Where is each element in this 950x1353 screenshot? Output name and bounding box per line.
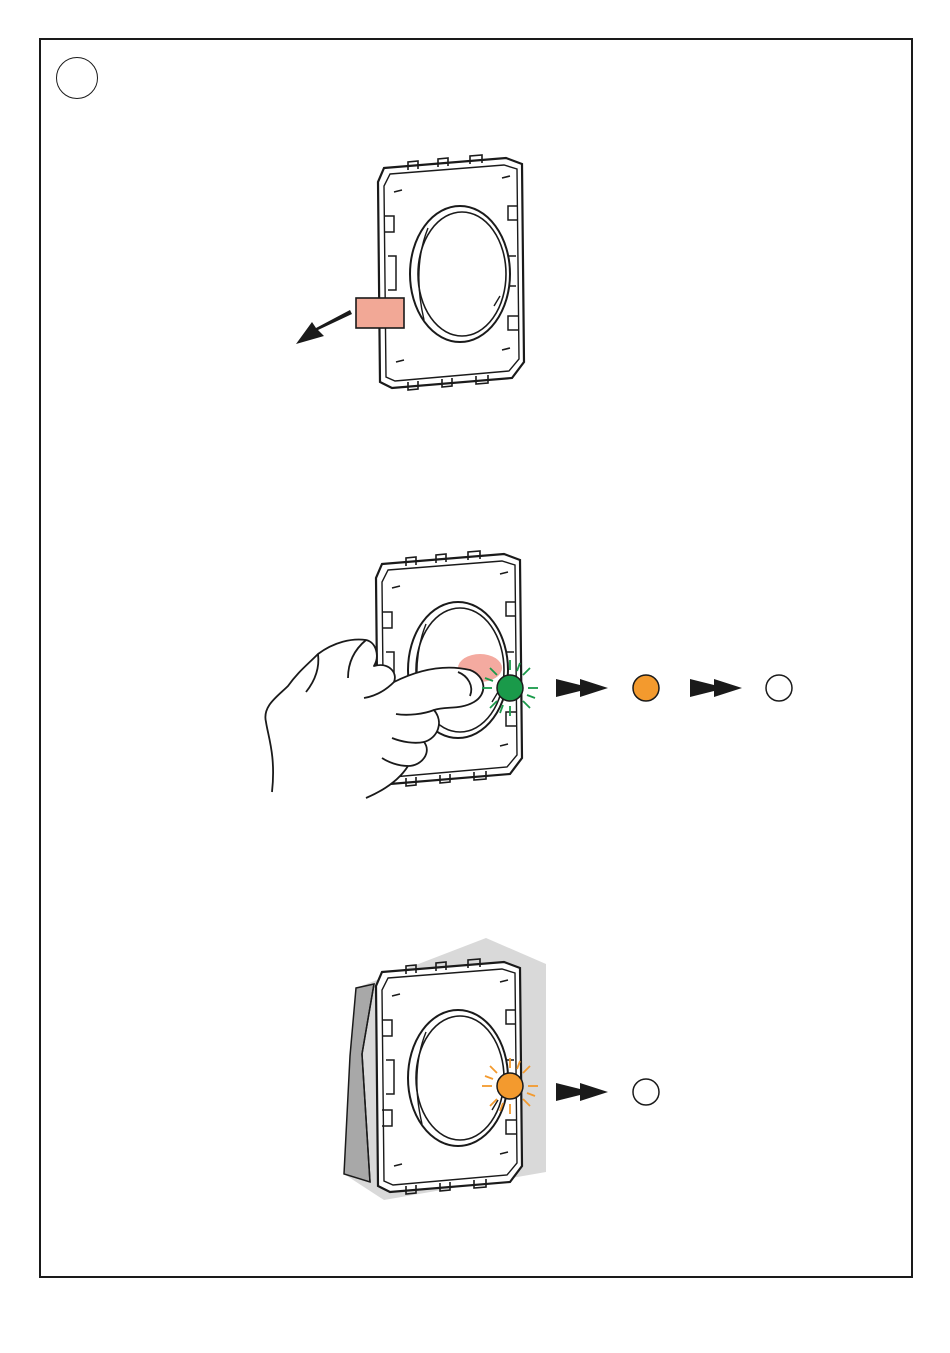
- next-arrow-icon: [556, 1083, 608, 1101]
- next-arrow-icon: [556, 679, 608, 697]
- pull-tab-icon: [356, 298, 404, 328]
- step-mount-wall: [336, 938, 676, 1203]
- led-green-icon: [482, 660, 538, 716]
- step-number-badge: [56, 57, 98, 99]
- led-orange-icon: [633, 675, 659, 701]
- led-off-icon: [633, 1079, 659, 1105]
- led-off-icon: [766, 675, 792, 701]
- led-orange-icon: [482, 1058, 538, 1114]
- step-remove-tab: [290, 150, 540, 395]
- device-icon: [378, 155, 524, 390]
- next-arrow-icon: [690, 679, 742, 697]
- step-press-button: [248, 546, 808, 801]
- pull-arrow-icon: [296, 310, 352, 344]
